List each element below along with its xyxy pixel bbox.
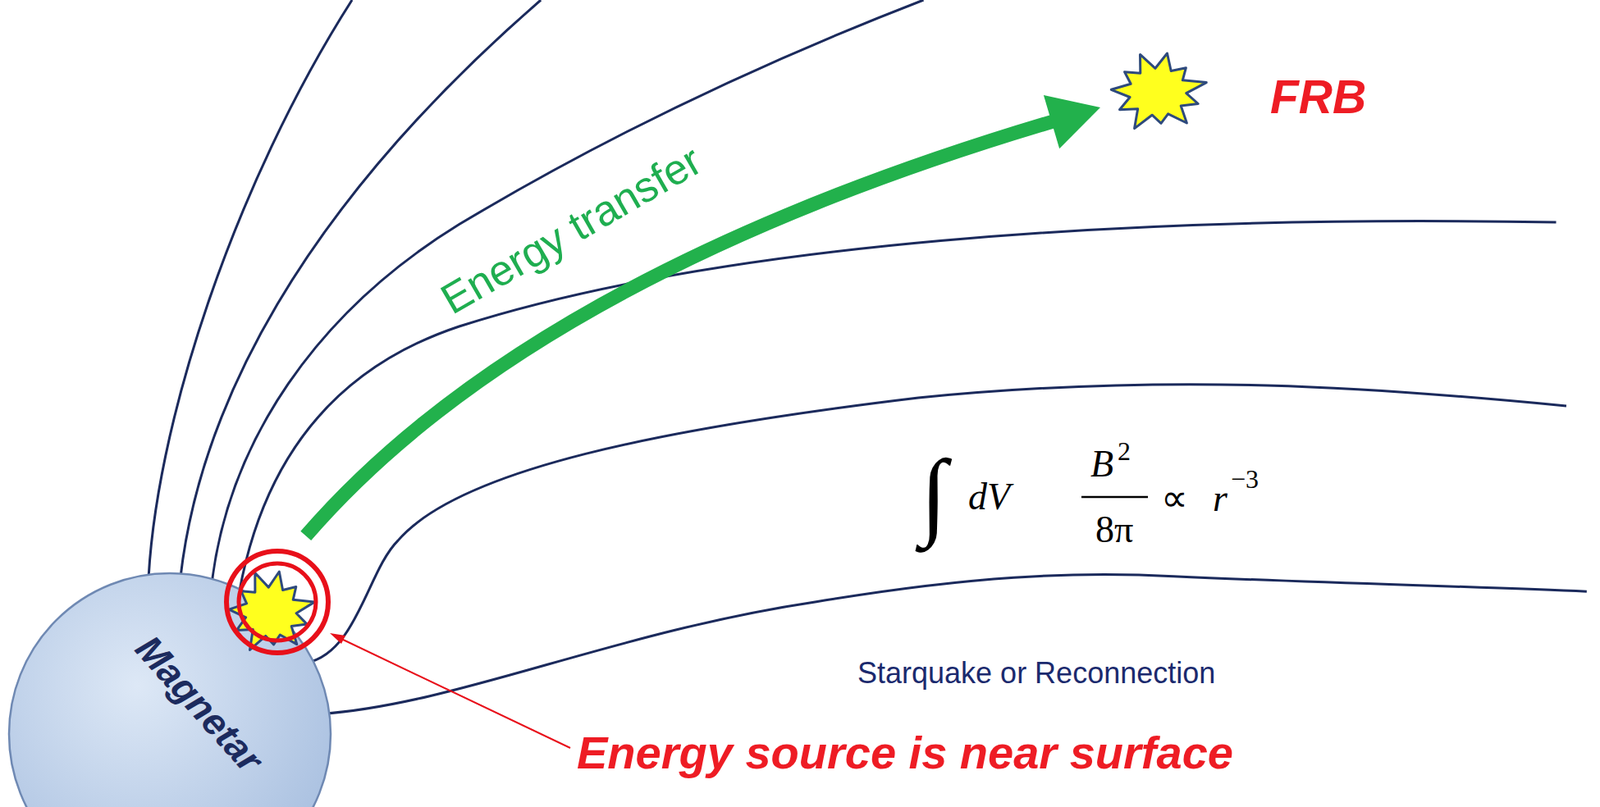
field-line	[147, 0, 352, 592]
formula-term: B	[1090, 445, 1114, 484]
field-line	[209, 0, 924, 613]
integral-sign: ∫	[920, 446, 947, 544]
magnetar-outline	[9, 573, 331, 807]
field-line	[321, 574, 1587, 714]
mechanism-note: Starquake or Reconnection	[857, 658, 1216, 689]
leader-line	[339, 638, 571, 749]
frb-star-shape	[1103, 41, 1219, 148]
energy-arrow	[306, 95, 1101, 536]
node-label: FRB	[1270, 69, 1367, 124]
burst-star	[1110, 53, 1207, 129]
fraction-bar	[1081, 496, 1148, 499]
formula-term: r	[1212, 480, 1228, 518]
field-line-group	[147, 0, 1587, 715]
formula-term: 8π	[1095, 511, 1134, 549]
callout-text: Energy source is near surface	[576, 730, 1234, 777]
magnetar-circle: Magnetar	[7, 571, 333, 807]
formula-exponent: −3	[1230, 466, 1259, 493]
field-line	[306, 384, 1567, 664]
formula-symbol: ∝	[1161, 480, 1189, 518]
formula-term: dV	[968, 478, 1011, 517]
leader-arrowhead	[329, 633, 346, 645]
frb-burst: FRB	[1103, 41, 1376, 148]
edge-label: Energy transfer	[432, 135, 710, 325]
arrowhead	[1043, 95, 1101, 149]
formula-exponent: 2	[1117, 438, 1131, 465]
